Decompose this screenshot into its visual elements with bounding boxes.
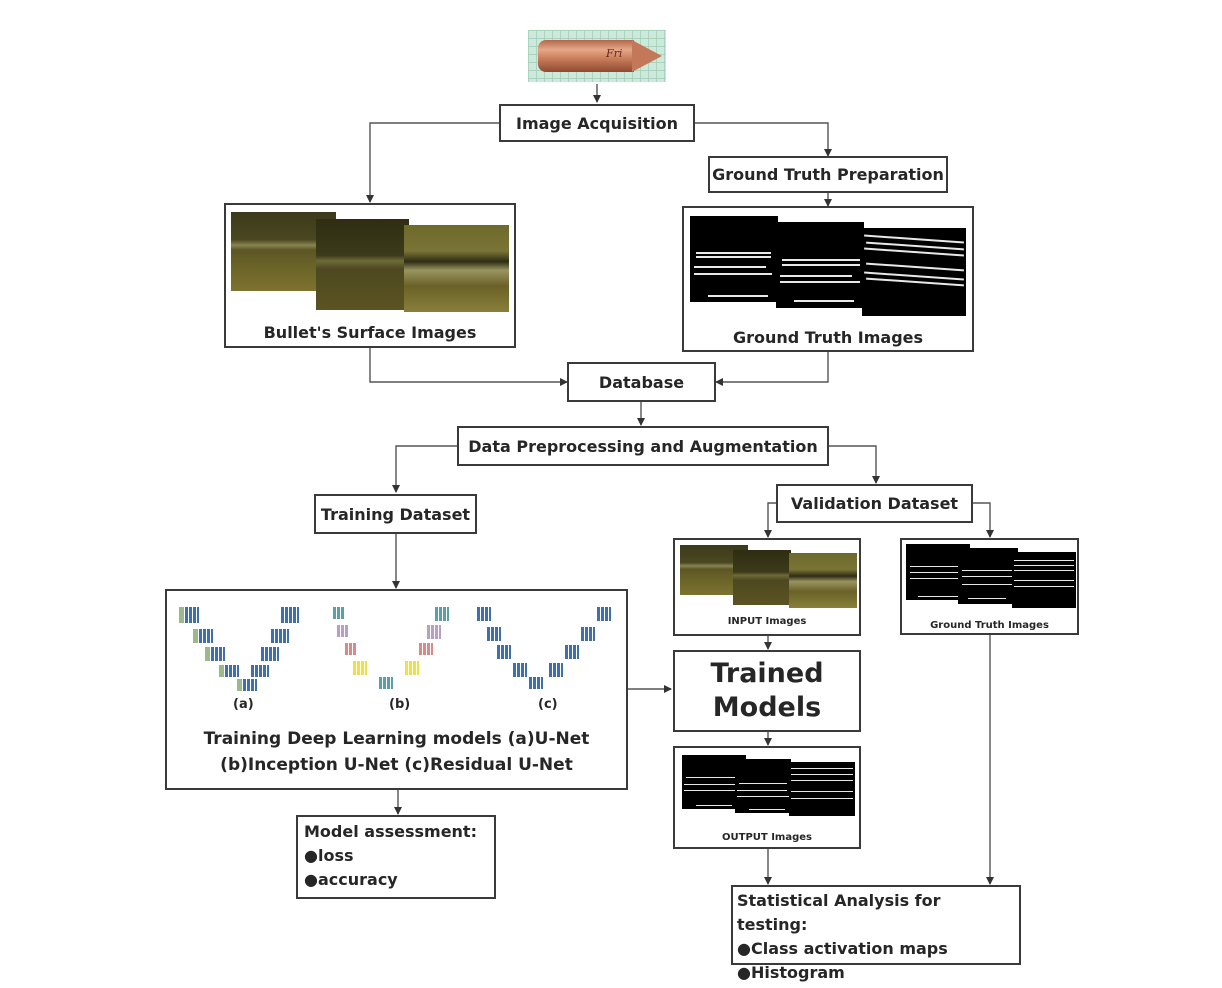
trained-models-line2: Models <box>712 692 822 723</box>
list-item-label: loss <box>317 846 354 865</box>
node-label: Ground Truth Preparation <box>712 165 944 184</box>
sublabel-b: (b) <box>389 697 411 712</box>
node-label: Bullet's Surface Images <box>263 323 477 342</box>
bullet-photo: Fri <box>528 30 666 82</box>
bullet-mark: Fri <box>606 47 623 60</box>
node-image-acquisition: Image Acquisition <box>499 104 695 142</box>
bullet-dot-icon: ● <box>737 963 751 982</box>
node-model-assessment: Model assessment: ●loss ●accuracy <box>296 815 496 899</box>
node-label: Validation Dataset <box>790 494 959 513</box>
edge-surface-database <box>369 348 568 386</box>
val-gt-image-2 <box>958 548 1018 604</box>
input-image-2 <box>733 550 791 605</box>
edge-acquisition-gtprep <box>695 122 832 157</box>
node-label: Ground Truth Images <box>930 620 1049 631</box>
bullet-dot-icon: ● <box>737 939 751 958</box>
node-label: Training Dataset <box>320 504 471 524</box>
bullet-dot-icon: ● <box>304 870 318 889</box>
node-label: OUTPUT Images <box>722 832 812 843</box>
gt-image-1 <box>690 216 778 302</box>
node-label: Image Acquisition <box>515 113 678 133</box>
node-training-models: (a) (b) (c) Training Deep Learning model… <box>165 589 628 790</box>
node-label: INPUT Images <box>727 616 807 627</box>
unet-architecture-thumbnail <box>173 603 323 693</box>
list-item-label: accuracy <box>317 870 398 889</box>
list-item: ●accuracy <box>304 868 488 892</box>
gt-image-2 <box>776 222 864 308</box>
node-bullet-surface-images: Bullet's Surface Images <box>224 203 516 348</box>
list-item: ●Class activation maps <box>737 937 1015 961</box>
node-validation-dataset: Validation Dataset <box>776 484 973 523</box>
model-assessment-title: Model assessment: <box>304 822 477 841</box>
edge-validation-input <box>764 502 776 538</box>
training-models-line1: Training Deep Learning models (a)U-Net <box>203 729 590 749</box>
gt-image-3 <box>862 228 966 316</box>
node-label: Database <box>598 372 685 392</box>
node-validation-ground-truth-images: Ground Truth Images <box>900 538 1079 635</box>
node-training-dataset: Training Dataset <box>314 494 477 534</box>
trained-models-line1: Trained <box>710 658 824 689</box>
bullet-dot-icon: ● <box>304 846 318 865</box>
training-models-line2: (b)Inception U-Net (c)Residual U-Net <box>220 755 573 775</box>
output-image-3 <box>789 762 855 816</box>
node-input-images: INPUT Images <box>673 538 861 636</box>
node-data-preprocessing: Data Preprocessing and Augmentation <box>457 426 829 466</box>
inception-unet-architecture-thumbnail <box>327 603 477 693</box>
input-image-3 <box>789 553 857 608</box>
edge-gt-database <box>715 352 829 386</box>
edge-validation-gtval <box>973 502 994 538</box>
surface-image-2 <box>316 219 409 310</box>
surface-image-3 <box>404 225 509 312</box>
edge-acquisition-surface <box>366 122 499 203</box>
bullet-body-icon <box>538 40 634 72</box>
output-image-2 <box>735 759 791 813</box>
node-statistical-analysis: Statistical Analysis for testing: ●Class… <box>731 885 1021 982</box>
bullet-tip-icon <box>632 40 662 72</box>
edge-preproc-training <box>392 445 457 493</box>
node-ground-truth-preparation: Ground Truth Preparation <box>708 156 948 193</box>
node-trained-models: Trained Models <box>673 650 861 732</box>
node-ground-truth-images: Ground Truth Images <box>682 206 974 352</box>
edge-preproc-validation <box>829 445 880 484</box>
node-database: Database <box>567 362 716 402</box>
node-output-images: OUTPUT Images <box>673 746 861 849</box>
residual-unet-architecture-thumbnail <box>473 603 623 693</box>
statistical-analysis-title: Statistical Analysis for testing: <box>737 891 941 934</box>
node-label: Ground Truth Images <box>732 328 924 347</box>
list-item-label: Class activation maps <box>750 939 948 958</box>
val-gt-image-3 <box>1012 552 1076 608</box>
sublabel-c: (c) <box>538 697 558 712</box>
list-item-label: Histogram <box>750 963 845 982</box>
node-label: Data Preprocessing and Augmentation <box>468 436 818 456</box>
sublabel-a: (a) <box>233 697 254 712</box>
list-item: ●Histogram <box>737 961 1015 985</box>
list-item: ●loss <box>304 844 488 868</box>
